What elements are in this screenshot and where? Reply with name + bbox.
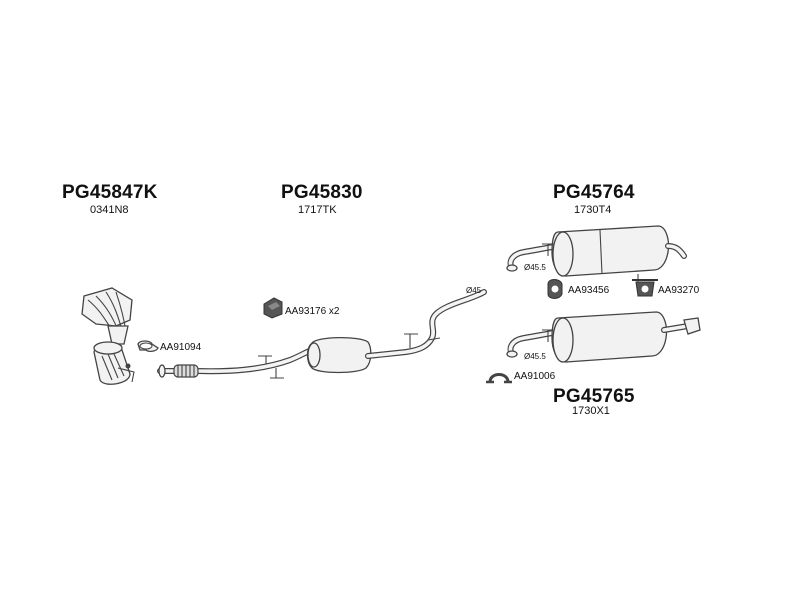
catalytic-converter-manifold: [81, 287, 135, 385]
pipe-diameter-label: Ø45: [466, 286, 482, 295]
clamp-icon: [486, 373, 512, 384]
ref-number-rear-top: 1730T4: [574, 204, 612, 216]
rubber-mount-1-label: AA93456: [568, 285, 610, 296]
part-number-catalyst: PG45847K: [62, 182, 158, 203]
rubber-mount-2-label: AA93270: [658, 285, 700, 296]
hanger-label: AA93176 x2: [285, 306, 340, 317]
gasket-icon: [137, 340, 159, 352]
outlet-diameter-top-label: Ø45.5: [524, 263, 546, 272]
rear-silencer-top: [506, 225, 687, 282]
middle-pipe-silencer: [157, 289, 487, 379]
gasket-label: AA91094: [160, 342, 202, 353]
part-number-rear-bottom: PG45765: [553, 386, 635, 407]
ref-number-middle: 1717TK: [298, 204, 337, 216]
part-number-middle: PG45830: [281, 182, 363, 203]
clamp-label: AA91006: [514, 371, 556, 382]
ref-number-catalyst: 0341N8: [90, 204, 129, 216]
hanger-icon: [263, 297, 283, 319]
rubber-mount-icon: [547, 279, 563, 299]
rubber-mount-icon: [632, 279, 658, 297]
ref-number-rear-bottom: 1730X1: [572, 405, 610, 417]
outlet-diameter-bottom-label: Ø45.5: [524, 352, 546, 361]
rear-silencer-bottom: [506, 311, 701, 363]
part-number-rear-top: PG45764: [553, 182, 635, 203]
